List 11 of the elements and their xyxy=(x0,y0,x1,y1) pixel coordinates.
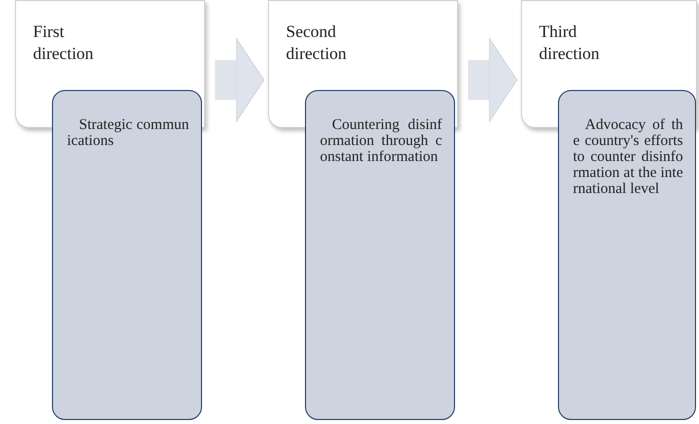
block-arrow xyxy=(468,38,518,122)
description-box xyxy=(52,90,202,420)
block-arrow xyxy=(215,38,264,122)
description-box xyxy=(558,90,696,420)
description-text: Strategic communications xyxy=(67,117,189,149)
heading-text: Second direction xyxy=(286,21,348,65)
description-text: Advocacy of the country's efforts to counter disinformation at the international level xyxy=(573,117,683,197)
heading-text: Third direction xyxy=(539,21,600,65)
description-text: Countering disinformation through constant information xyxy=(320,117,442,165)
heading-text: First direction xyxy=(33,21,94,65)
description-box xyxy=(305,90,455,420)
